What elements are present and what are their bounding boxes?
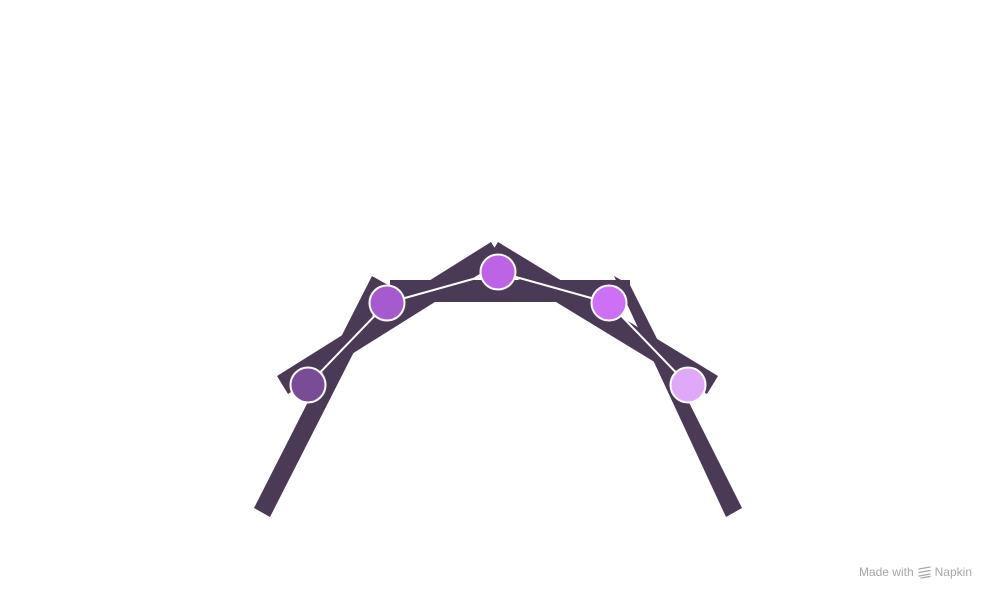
made-with-napkin-badge: Made with Napkin xyxy=(859,565,972,579)
napkin-logo-icon xyxy=(917,565,931,579)
link-3-4 xyxy=(497,271,610,304)
link-1-2 xyxy=(307,302,388,386)
link-4-5 xyxy=(608,302,689,386)
node-3 xyxy=(479,253,517,291)
node-group xyxy=(289,253,707,404)
node-5 xyxy=(669,366,707,404)
link-2-3 xyxy=(386,271,499,304)
watermark-brand: Napkin xyxy=(934,565,972,579)
watermark-prefix: Made with xyxy=(858,565,914,579)
node-4 xyxy=(590,284,628,322)
node-2 xyxy=(368,284,406,322)
node-1 xyxy=(289,366,327,404)
link-group xyxy=(307,271,689,386)
